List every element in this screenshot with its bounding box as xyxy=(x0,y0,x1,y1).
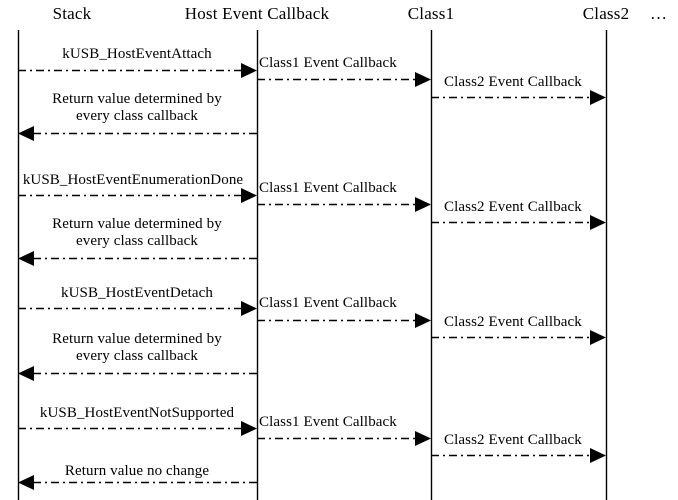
message-label-request-detach: kUSB_HostEventDetach xyxy=(61,285,213,301)
message-arrow-response-not-supported-arrowhead-icon xyxy=(18,475,34,490)
lifeline-header-stack: Stack xyxy=(52,4,92,23)
message-arrow-class2-call-not-supported-arrowhead-icon xyxy=(590,448,606,463)
response-line-1: Return value determined by xyxy=(52,216,222,232)
response-line-2: every class callback xyxy=(76,108,198,124)
message-arrow-request-attach-arrowhead-icon xyxy=(241,63,257,78)
message-label-request-enumeration-done: kUSB_HostEventEnumerationDone xyxy=(22,172,244,188)
message-label-class1-call-detach: Class1 Event Callback xyxy=(259,295,397,311)
message-arrow-class1-call-detach-arrowhead-icon xyxy=(415,313,431,328)
response-line-1: Return value determined by xyxy=(52,91,222,107)
message-arrow-class2-call-detach-arrowhead-icon xyxy=(590,330,606,345)
response-line-2: every class callback xyxy=(76,233,198,249)
arrow-group xyxy=(18,63,606,490)
message-arrow-class1-call-not-supported-arrowhead-icon xyxy=(415,431,431,446)
message-label-response-not-supported: Return value no change xyxy=(64,463,210,479)
response-line-2: every class callback xyxy=(76,348,198,364)
more-lifelines-ellipsis: … xyxy=(650,4,668,23)
message-arrow-request-detach-arrowhead-icon xyxy=(241,301,257,316)
message-arrow-class1-call-enumeration-done-arrowhead-icon xyxy=(415,197,431,212)
message-arrow-class2-call-attach-arrowhead-icon xyxy=(590,90,606,105)
message-label-response-enumeration-done: Return value determined by every class c… xyxy=(22,216,252,250)
message-label-class1-call-enumeration-done: Class1 Event Callback xyxy=(259,180,397,196)
lifeline-group xyxy=(17,30,608,500)
message-label-response-detach: Return value determined by every class c… xyxy=(22,331,252,365)
response-line-1: Return value determined by xyxy=(52,331,222,347)
message-label-class2-call-not-supported: Class2 Event Callback xyxy=(444,432,582,448)
lifeline-header-class2: Class2 xyxy=(582,4,630,23)
message-label-class2-call-attach: Class2 Event Callback xyxy=(444,74,582,90)
message-arrow-request-not-supported-arrowhead-icon xyxy=(241,421,257,436)
message-arrow-request-enumeration-done-arrowhead-icon xyxy=(241,188,257,203)
message-arrow-class1-call-attach-arrowhead-icon xyxy=(415,72,431,87)
message-arrow-response-detach-arrowhead-icon xyxy=(18,366,34,381)
message-label-class1-call-attach: Class1 Event Callback xyxy=(259,55,397,71)
message-arrow-response-attach-arrowhead-icon xyxy=(18,126,34,141)
message-arrow-response-enumeration-done-arrowhead-icon xyxy=(18,251,34,266)
lifeline-header-host-event-callback: Host Event Callback xyxy=(184,4,330,23)
message-label-class1-call-not-supported: Class1 Event Callback xyxy=(259,414,397,430)
message-label-class2-call-enumeration-done: Class2 Event Callback xyxy=(444,199,582,215)
message-label-class2-call-detach: Class2 Event Callback xyxy=(444,314,582,330)
message-label-request-attach: kUSB_HostEventAttach xyxy=(62,46,212,62)
message-label-response-attach: Return value determined by every class c… xyxy=(22,91,252,125)
lifeline-header-class1: Class1 xyxy=(407,4,455,23)
message-label-request-not-supported: kUSB_HostEventNotSupported xyxy=(39,405,235,421)
message-arrow-class2-call-enumeration-done-arrowhead-icon xyxy=(590,215,606,230)
